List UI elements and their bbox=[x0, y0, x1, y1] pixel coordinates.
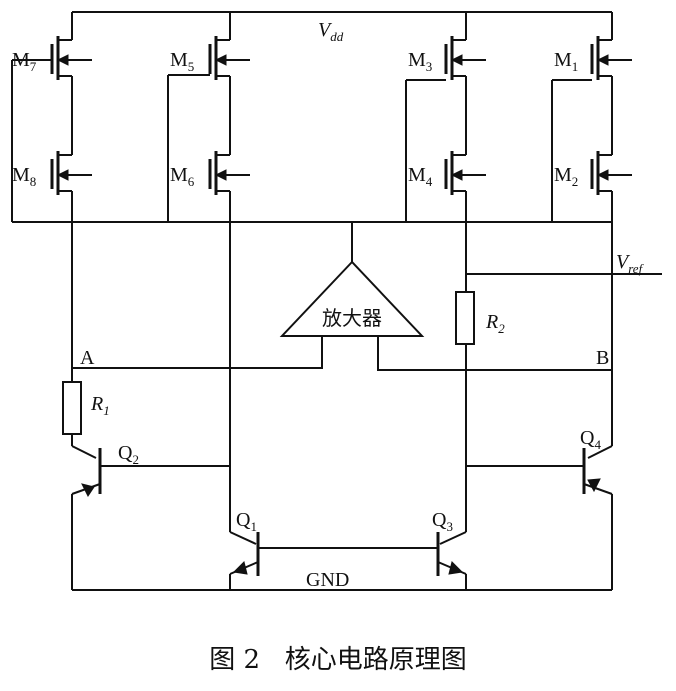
vdd-label: Vdd bbox=[318, 19, 344, 44]
q3-label: Q3 bbox=[432, 509, 453, 534]
amplifier-triangle bbox=[279, 260, 425, 337]
pmos-m1 bbox=[552, 12, 632, 100]
m5-label: M5 bbox=[170, 49, 194, 74]
m3-label: M3 bbox=[408, 49, 432, 74]
m4-label: M4 bbox=[408, 164, 433, 189]
bjt-q1 bbox=[229, 531, 438, 590]
pmos-m5 bbox=[168, 12, 250, 100]
m7-label: M7 bbox=[12, 49, 37, 74]
r2-label: R2 bbox=[485, 311, 505, 336]
resistor-r2 bbox=[455, 291, 475, 345]
q4-label: Q4 bbox=[580, 427, 601, 452]
vref-label: Vref bbox=[616, 251, 645, 276]
m1-label: M1 bbox=[554, 49, 578, 74]
r1-label: R1 bbox=[90, 393, 110, 418]
bjt-q4 bbox=[466, 445, 613, 590]
bjt-q3 bbox=[436, 531, 467, 590]
figure-caption: 图 2 核心电路原理图 bbox=[209, 645, 467, 675]
pmos-m4 bbox=[444, 100, 486, 222]
amplifier-label: 放大器 bbox=[322, 306, 382, 330]
pmos-m6 bbox=[208, 100, 250, 222]
pmos-m2 bbox=[590, 100, 632, 222]
gnd-label: GND bbox=[306, 569, 349, 591]
node-a-label: A bbox=[80, 347, 95, 369]
amp-input-left bbox=[72, 336, 323, 369]
pmos-m3 bbox=[406, 12, 486, 100]
bjt-q2 bbox=[71, 445, 230, 590]
amp-input-right bbox=[377, 336, 612, 371]
m2-label: M2 bbox=[554, 164, 578, 189]
pmos-m7 bbox=[12, 12, 92, 100]
node-b-label: B bbox=[596, 347, 609, 369]
pmos-m8 bbox=[50, 100, 92, 222]
q2-label: Q2 bbox=[118, 442, 139, 467]
m6-label: M6 bbox=[170, 164, 195, 189]
resistor-r1 bbox=[62, 381, 82, 435]
m8-label: M8 bbox=[12, 164, 36, 189]
q1-label: Q1 bbox=[236, 509, 257, 534]
